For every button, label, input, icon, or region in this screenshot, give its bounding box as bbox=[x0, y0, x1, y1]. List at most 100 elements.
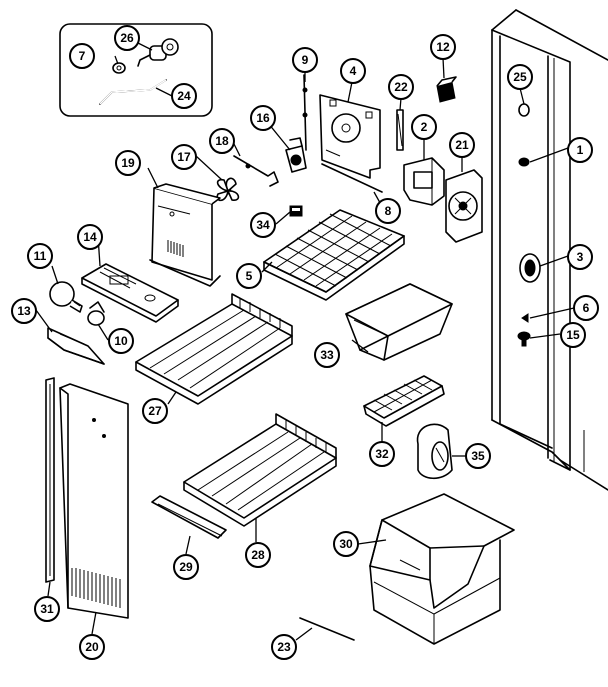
callout-8: 8 bbox=[375, 198, 401, 224]
callout-24: 24 bbox=[171, 83, 197, 109]
part-9-rod bbox=[302, 74, 308, 151]
callout-30-label: 30 bbox=[339, 537, 353, 551]
callout-21: 21 bbox=[449, 132, 475, 158]
callout-16-label: 16 bbox=[256, 111, 270, 125]
callout-25: 25 bbox=[507, 64, 533, 90]
callout-20-label: 20 bbox=[85, 640, 99, 654]
part-2-bracket bbox=[403, 157, 445, 206]
part-5-grille bbox=[263, 209, 405, 301]
part-24-tube bbox=[99, 79, 167, 105]
callout-25-label: 25 bbox=[513, 70, 527, 84]
part-13-light-cover bbox=[47, 327, 105, 365]
part-35-lid bbox=[416, 423, 453, 480]
callout-11: 11 bbox=[27, 243, 53, 269]
part-21-fan-housing bbox=[445, 169, 483, 243]
callout-31-label: 31 bbox=[40, 602, 54, 616]
callout-14: 14 bbox=[77, 224, 103, 250]
part-6-clip bbox=[521, 313, 529, 323]
callout-29: 29 bbox=[173, 554, 199, 580]
part-3-grommet bbox=[519, 253, 541, 283]
callout-26: 26 bbox=[114, 25, 140, 51]
callout-31: 31 bbox=[34, 596, 60, 622]
callout-19: 19 bbox=[115, 150, 141, 176]
callout-13-label: 13 bbox=[17, 304, 31, 318]
inset-box bbox=[59, 23, 213, 117]
callout-29-label: 29 bbox=[179, 560, 193, 574]
part-25-fitting bbox=[518, 103, 530, 117]
part-19-panel bbox=[149, 183, 221, 287]
callout-2: 2 bbox=[411, 114, 437, 140]
callout-21-label: 21 bbox=[455, 138, 469, 152]
callout-11-label: 11 bbox=[34, 249, 47, 263]
part-20-back-panel bbox=[59, 383, 129, 619]
part-16-motor bbox=[285, 137, 307, 173]
part-22-rod bbox=[396, 109, 404, 151]
callout-22-label: 22 bbox=[394, 80, 408, 94]
callout-20: 20 bbox=[79, 634, 105, 660]
part-30-ice-bucket bbox=[369, 493, 515, 645]
callout-24-label: 24 bbox=[177, 89, 191, 103]
callout-5: 5 bbox=[236, 263, 262, 289]
callout-23: 23 bbox=[271, 634, 297, 660]
callout-17-label: 17 bbox=[177, 150, 191, 164]
callout-23-label: 23 bbox=[277, 640, 291, 654]
part-7-nut bbox=[112, 62, 126, 74]
callout-15-label: 15 bbox=[566, 328, 580, 342]
callout-4-label: 4 bbox=[350, 64, 357, 78]
vent-grille bbox=[71, 568, 121, 608]
part-27-shelf bbox=[135, 293, 293, 405]
part-11-bulb bbox=[49, 281, 83, 313]
callout-10-label: 10 bbox=[114, 334, 128, 348]
callout-9-label: 9 bbox=[302, 53, 309, 67]
callout-34: 34 bbox=[250, 212, 276, 238]
part-15-plug bbox=[517, 331, 531, 347]
callout-26-label: 26 bbox=[120, 31, 134, 45]
callout-32: 32 bbox=[369, 441, 395, 467]
callout-16: 16 bbox=[250, 105, 276, 131]
callout-15: 15 bbox=[560, 322, 586, 348]
callout-28: 28 bbox=[245, 542, 271, 568]
callout-18-label: 18 bbox=[215, 134, 229, 148]
callout-1: 1 bbox=[567, 137, 593, 163]
callout-17: 17 bbox=[171, 144, 197, 170]
part-31-trim bbox=[45, 377, 55, 583]
callout-12: 12 bbox=[430, 34, 456, 60]
callout-34-label: 34 bbox=[256, 218, 270, 232]
callout-19-label: 19 bbox=[121, 156, 135, 170]
part-29-trim bbox=[151, 495, 227, 539]
callout-7: 7 bbox=[69, 43, 95, 69]
callout-6: 6 bbox=[573, 295, 599, 321]
callout-22: 22 bbox=[388, 74, 414, 100]
callout-13: 13 bbox=[11, 298, 37, 324]
callout-2-label: 2 bbox=[421, 120, 428, 134]
cabinet-liner bbox=[491, 9, 608, 491]
callout-33: 33 bbox=[314, 342, 340, 368]
part-32-ice-tray bbox=[363, 375, 445, 427]
part-12-switch bbox=[436, 76, 457, 103]
callout-5-label: 5 bbox=[246, 269, 253, 283]
callout-28-label: 28 bbox=[251, 548, 265, 562]
callout-30: 30 bbox=[333, 531, 359, 557]
part-23-strip bbox=[299, 617, 355, 641]
callout-7-label: 7 bbox=[79, 49, 86, 63]
callout-35-label: 35 bbox=[471, 449, 485, 463]
callout-33-label: 33 bbox=[320, 348, 334, 362]
callout-10: 10 bbox=[108, 328, 134, 354]
part-4-cover-plate bbox=[319, 94, 381, 179]
part-26-valve bbox=[137, 38, 179, 67]
callout-12-label: 12 bbox=[436, 40, 450, 54]
part-28-shelf bbox=[183, 413, 337, 527]
callout-8-label: 8 bbox=[385, 204, 392, 218]
callout-3-label: 3 bbox=[577, 250, 584, 264]
part-17-fan-blade bbox=[216, 177, 240, 202]
part-34-clip bbox=[289, 205, 303, 217]
callout-14-label: 14 bbox=[83, 230, 97, 244]
callout-3: 3 bbox=[567, 244, 593, 270]
part-33-bin bbox=[345, 283, 453, 361]
vent-slots bbox=[167, 240, 184, 257]
callout-32-label: 32 bbox=[375, 447, 389, 461]
callout-1-label: 1 bbox=[577, 143, 584, 157]
part-8-bar bbox=[321, 163, 383, 193]
callout-9: 9 bbox=[292, 47, 318, 73]
